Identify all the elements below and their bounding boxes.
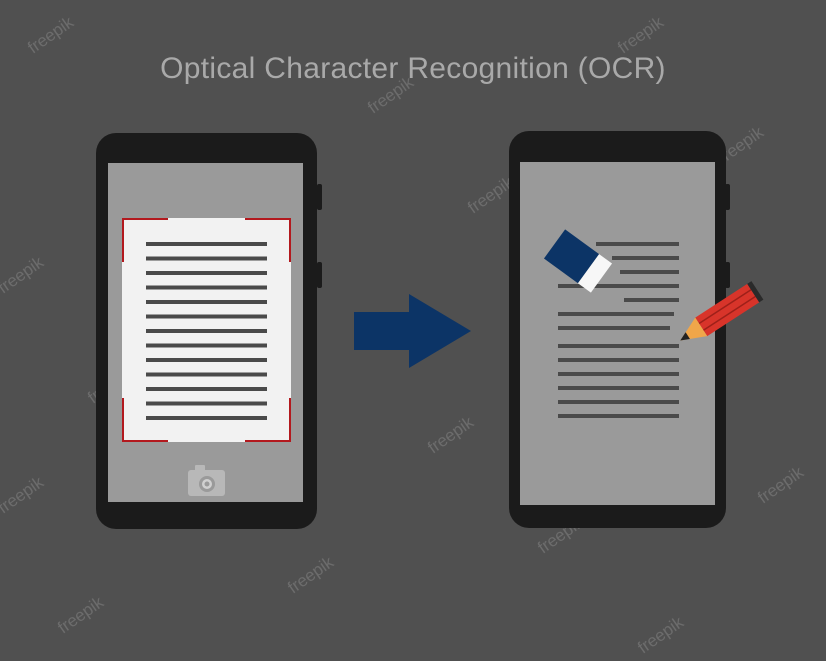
text-line	[146, 314, 267, 319]
text-line	[620, 270, 679, 274]
text-line	[612, 256, 679, 260]
text-line	[558, 312, 674, 316]
text-line	[558, 326, 670, 330]
text-line	[558, 400, 679, 404]
text-line	[146, 401, 267, 406]
phone-screen	[520, 162, 715, 505]
phone-side-button	[725, 262, 730, 288]
text-line	[596, 242, 679, 246]
page-title: Optical Character Recognition (OCR)	[160, 52, 666, 85]
text-line	[146, 416, 267, 420]
text-line	[558, 386, 679, 390]
scan-frame	[122, 218, 291, 442]
text-line	[146, 242, 267, 246]
text-line	[146, 256, 267, 261]
right-phone	[509, 131, 764, 528]
text-line	[146, 343, 267, 348]
text-line	[146, 285, 267, 290]
camera-shutter-icon[interactable]	[188, 465, 225, 496]
text-line	[146, 271, 267, 275]
phone-side-button	[317, 184, 322, 210]
text-line	[558, 358, 679, 362]
phone-side-button	[725, 184, 730, 210]
text-line	[624, 298, 679, 302]
document-text-lines	[558, 242, 679, 418]
pencil-icon	[680, 281, 764, 341]
arrow-right-icon	[354, 294, 471, 368]
text-line	[146, 300, 267, 304]
text-line	[558, 284, 679, 288]
text-line	[558, 344, 679, 348]
phone-side-button	[317, 262, 322, 288]
text-line	[146, 329, 267, 333]
text-line	[146, 358, 267, 362]
eraser-icon	[543, 229, 613, 293]
text-line	[146, 387, 267, 391]
left-phone	[96, 133, 322, 529]
text-line	[558, 414, 679, 418]
document-text-lines	[146, 242, 267, 420]
text-line	[146, 372, 267, 377]
text-line	[558, 372, 679, 376]
